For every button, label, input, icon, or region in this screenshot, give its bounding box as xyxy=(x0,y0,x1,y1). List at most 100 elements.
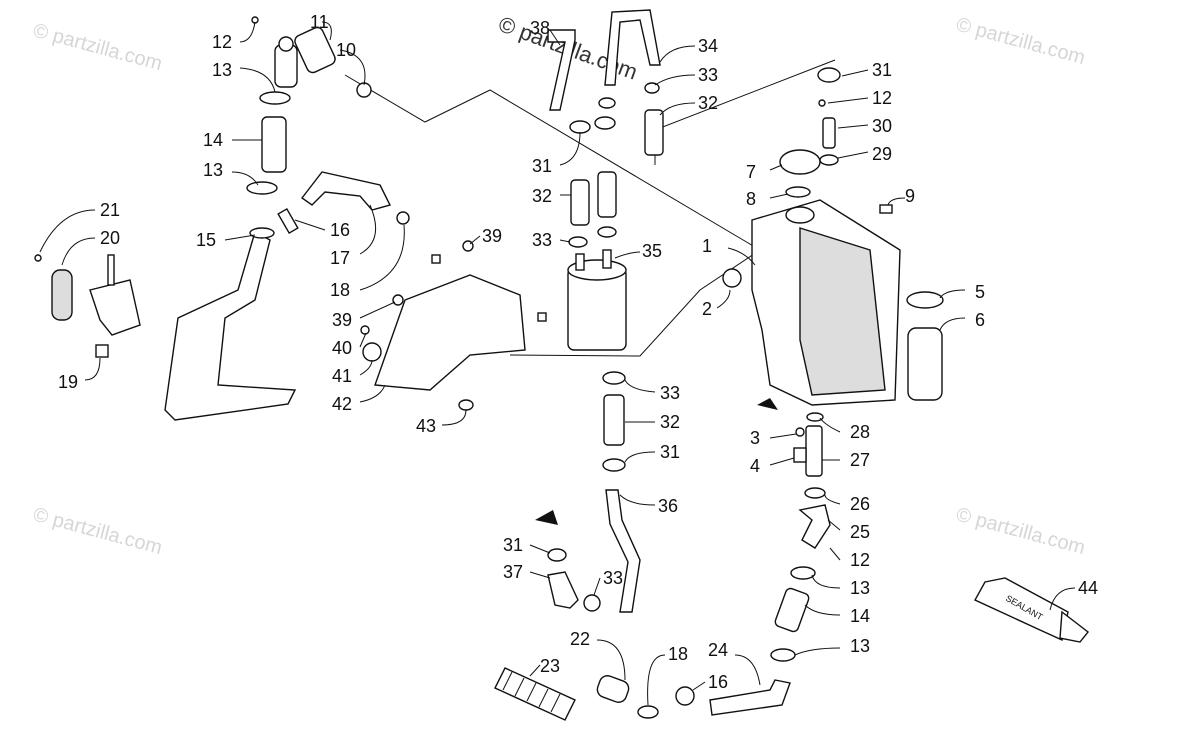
callout-12: 12 xyxy=(850,550,870,570)
callout-11: 11 xyxy=(310,12,329,32)
mounting-bracket xyxy=(34,254,141,358)
clamp-ring xyxy=(597,226,617,238)
callout-21: 21 xyxy=(100,200,120,220)
callout-30: 30 xyxy=(872,116,892,136)
hose-section xyxy=(570,179,590,226)
screw xyxy=(818,99,826,107)
parts-illustration: SEALANT xyxy=(34,9,1089,721)
callout-13: 13 xyxy=(850,578,870,598)
hose-clamp xyxy=(547,548,567,562)
callout-23: 23 xyxy=(540,656,560,676)
hose-end xyxy=(249,227,275,239)
grommet xyxy=(362,342,382,362)
callout-14: 14 xyxy=(850,606,870,626)
callout-44: 44 xyxy=(1078,578,1098,598)
callout-19: 19 xyxy=(58,372,78,392)
callouts: 11 12 10 13 14 13 15 16 17 18 21 20 19 3… xyxy=(39,12,1098,706)
callout-43: 43 xyxy=(416,416,436,436)
hose-fitting xyxy=(277,208,299,234)
callout-5: 5 xyxy=(975,282,985,302)
grommet xyxy=(458,399,474,411)
hose-clamp xyxy=(817,67,841,83)
vent-fitting xyxy=(822,117,836,149)
outlet-tube xyxy=(805,425,823,477)
outlet-hose xyxy=(709,679,791,716)
sealant-tube: SEALANT xyxy=(974,577,1089,643)
watermark-tile: © partzilla.com xyxy=(31,20,165,76)
callout-42: 42 xyxy=(332,394,352,414)
callout-26: 26 xyxy=(850,494,870,514)
callout-14: 14 xyxy=(203,130,223,150)
oil-tank xyxy=(722,199,901,406)
hose-clamp xyxy=(569,120,591,134)
arrow-marker xyxy=(535,510,558,525)
vent-hose xyxy=(547,29,576,111)
callout-6: 6 xyxy=(975,310,985,330)
hose-clamp xyxy=(246,181,278,195)
callout-33: 33 xyxy=(603,568,623,588)
callout-2: 2 xyxy=(702,299,712,319)
callout-8: 8 xyxy=(746,189,756,209)
filter-cap xyxy=(906,291,944,309)
callout-32: 32 xyxy=(532,186,552,206)
vent-hose xyxy=(604,9,661,86)
clamp-ring xyxy=(583,594,601,612)
clamp-ring xyxy=(602,371,626,385)
hose-clamp xyxy=(602,458,626,472)
callout-3: 3 xyxy=(750,428,760,448)
callout-20: 20 xyxy=(100,228,120,248)
o-ring xyxy=(804,487,826,499)
hose-clamp xyxy=(770,648,796,662)
callout-9: 9 xyxy=(905,186,915,206)
hose-clamp xyxy=(594,116,616,130)
callout-7: 7 xyxy=(746,162,756,182)
callout-22: 22 xyxy=(570,629,590,649)
o-ring xyxy=(356,82,372,98)
callout-28: 28 xyxy=(850,422,870,442)
canister-bracket xyxy=(374,274,526,391)
clamp-ring xyxy=(568,236,588,248)
hose-clamp xyxy=(790,566,816,580)
callout-12: 12 xyxy=(872,88,892,108)
callout-15: 15 xyxy=(196,230,216,250)
hose-section xyxy=(774,587,810,633)
callout-33: 33 xyxy=(532,230,552,250)
callout-1: 1 xyxy=(702,236,712,256)
hose-clamp xyxy=(644,82,660,94)
callout-17: 17 xyxy=(330,248,350,268)
elbow-fitting xyxy=(547,571,579,609)
callout-33: 33 xyxy=(698,65,718,85)
hose-coupler xyxy=(596,675,630,703)
clamp-ring xyxy=(396,211,410,225)
hose-section xyxy=(603,394,625,446)
reference-line xyxy=(509,249,761,357)
callout-34: 34 xyxy=(698,36,718,56)
callout-10: 10 xyxy=(336,40,356,60)
callout-36: 36 xyxy=(658,496,678,516)
reference-line xyxy=(344,74,761,251)
hose-section xyxy=(644,109,664,156)
callout-31: 31 xyxy=(532,156,552,176)
clamp-ring xyxy=(675,686,695,706)
callout-4: 4 xyxy=(750,456,760,476)
callout-16: 16 xyxy=(708,672,728,692)
hose-clamp xyxy=(598,97,616,109)
bolt xyxy=(431,254,441,264)
oil-filter xyxy=(907,327,943,401)
drain-hose xyxy=(605,489,641,613)
callout-18: 18 xyxy=(330,280,350,300)
fill-hose xyxy=(164,230,297,421)
hose-section xyxy=(261,116,287,173)
o-ring xyxy=(819,154,839,166)
watermark-tile: © partzilla.com xyxy=(954,504,1088,560)
callout-31: 31 xyxy=(872,60,892,80)
drain-plug xyxy=(793,447,807,463)
callout-32: 32 xyxy=(660,412,680,432)
callout-35: 35 xyxy=(642,241,662,261)
screw xyxy=(879,204,893,214)
arrow-marker xyxy=(757,398,778,410)
callout-13: 13 xyxy=(203,160,223,180)
callout-40: 40 xyxy=(332,338,352,358)
callout-27: 27 xyxy=(850,450,870,470)
